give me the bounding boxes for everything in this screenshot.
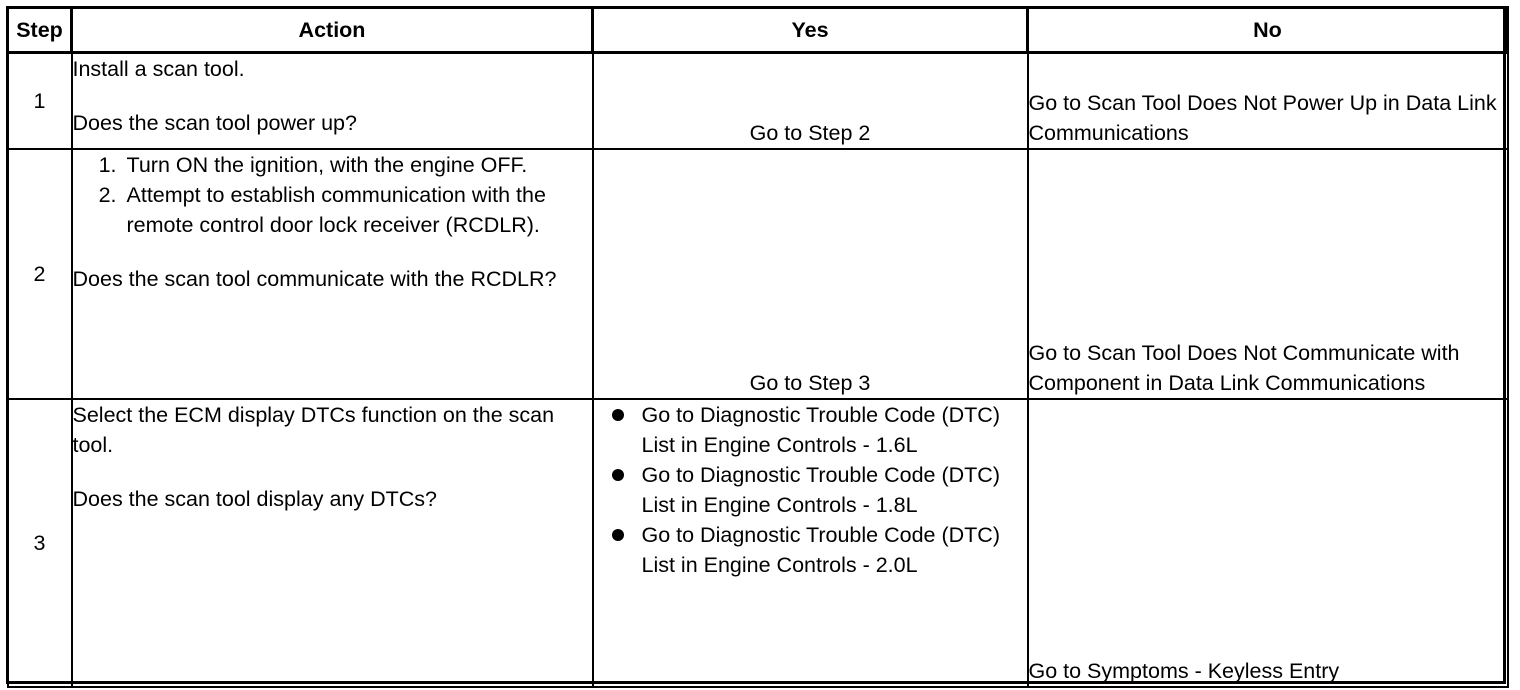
action-question: Does the scan tool display any DTCs?	[72, 486, 437, 511]
header-row: Step Action Yes No	[6, 6, 1509, 54]
action-cell: Select the ECM display DTCs function on …	[70, 397, 594, 688]
action-text: Select the ECM display DTCs function on …	[72, 402, 555, 457]
list-item: Go to Diagnostic Trouble Code (DTC) List…	[594, 400, 1027, 460]
step-number: 2	[6, 147, 73, 400]
action-cell: Turn ON the ignition, with the engine OF…	[70, 147, 594, 400]
yes-link[interactable]: Go to Step 3	[749, 370, 871, 395]
yes-link[interactable]: Go to Diagnostic Trouble Code (DTC) List…	[641, 402, 1000, 457]
yes-cell: Go to Diagnostic Trouble Code (DTC) List…	[591, 397, 1029, 688]
list-item: Go to Diagnostic Trouble Code (DTC) List…	[594, 460, 1027, 520]
no-link[interactable]: Go to Symptoms - Keyless Entry	[1028, 658, 1340, 683]
table-row: 1 Install a scan tool. Does the scan too…	[6, 51, 1509, 150]
yes-link[interactable]: Go to Diagnostic Trouble Code (DTC) List…	[641, 462, 1000, 517]
header-step: Step	[6, 6, 73, 54]
header-no: No	[1026, 6, 1509, 54]
bullet-icon	[611, 528, 624, 541]
no-link[interactable]: Go to Scan Tool Does Not Communicate wit…	[1028, 340, 1460, 395]
no-cell: Go to Scan Tool Does Not Power Up in Dat…	[1026, 51, 1509, 150]
yes-options-list: Go to Diagnostic Trouble Code (DTC) List…	[594, 400, 1027, 580]
no-cell: Go to Scan Tool Does Not Communicate wit…	[1026, 147, 1509, 400]
step-number: 1	[6, 51, 73, 150]
action-step: Turn ON the ignition, with the engine OF…	[123, 150, 592, 180]
action-steps-list: Turn ON the ignition, with the engine OF…	[73, 150, 592, 240]
yes-cell: Go to Step 3	[591, 147, 1029, 400]
no-link[interactable]: Go to Scan Tool Does Not Power Up in Dat…	[1028, 90, 1497, 145]
header-action: Action	[70, 6, 594, 54]
action-question: Does the scan tool power up?	[72, 111, 357, 135]
bullet-icon	[611, 408, 624, 421]
action-question: Does the scan tool communicate with the …	[72, 266, 557, 291]
header-yes: Yes	[591, 6, 1029, 54]
list-item: Go to Diagnostic Trouble Code (DTC) List…	[594, 520, 1027, 580]
yes-cell: Go to Step 2	[591, 51, 1029, 150]
diagnostic-table: Step Action Yes No 1 Install a scan tool…	[6, 6, 1509, 688]
step-number: 3	[6, 397, 73, 688]
table-row: 2 Turn ON the ignition, with the engine …	[6, 147, 1509, 400]
table-row: 3 Select the ECM display DTCs function o…	[6, 397, 1509, 688]
bullet-icon	[611, 468, 624, 481]
action-cell: Install a scan tool. Does the scan tool …	[70, 51, 594, 150]
action-step: Attempt to establish communication with …	[123, 180, 592, 240]
yes-link[interactable]: Go to Step 2	[749, 120, 871, 145]
action-text: Install a scan tool.	[72, 57, 245, 81]
no-cell: Go to Symptoms - Keyless Entry	[1026, 397, 1509, 688]
yes-link[interactable]: Go to Diagnostic Trouble Code (DTC) List…	[641, 522, 1000, 577]
